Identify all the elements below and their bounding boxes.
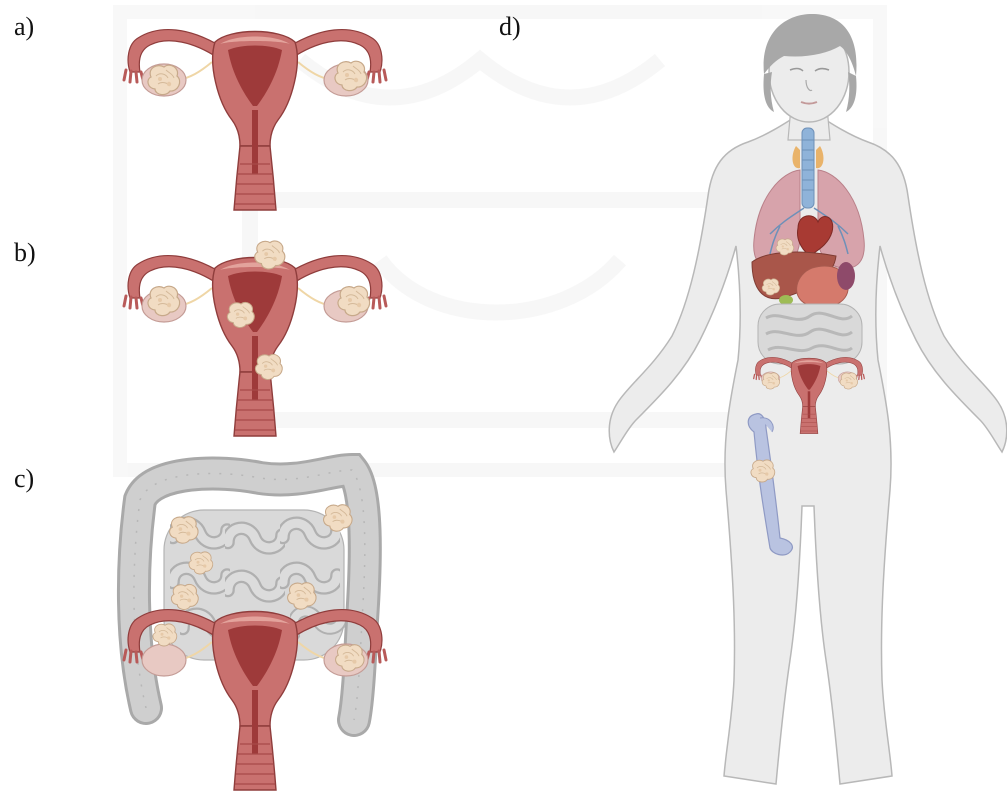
panel-a-uterus-illustration	[124, 30, 386, 210]
panel-label-a: a)	[14, 14, 34, 40]
panel-c-bowel-uterus-illustration	[124, 470, 386, 790]
panel-label-b: b)	[14, 240, 36, 266]
panel-d-female-body-illustration	[609, 14, 1007, 784]
panel-label-c: c)	[14, 466, 34, 492]
panel-b-uterus-illustration	[124, 241, 386, 436]
lesion-c-ovary-left	[153, 624, 177, 646]
panel-label-d: d)	[499, 14, 521, 40]
